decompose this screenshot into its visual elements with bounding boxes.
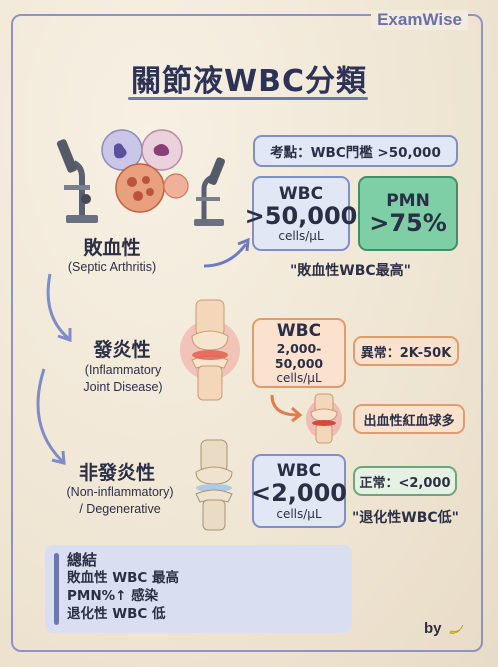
title-underline (128, 97, 368, 100)
byline-text: by (424, 620, 442, 637)
septic-wbc-box: WBC >50,000 cells/μL (245, 176, 357, 251)
summary-accent-bar (54, 553, 59, 625)
wbc-cells-icon (101, 129, 189, 213)
inflammatory-label-en-2: Joint Disease) (83, 380, 163, 394)
septic-pmn-box: PMN >75% (358, 176, 458, 251)
exam-point-box: 考點：WBC門檻 >50,000 (253, 135, 458, 167)
noninflammatory-note: "退化性WBC低" (352, 510, 459, 526)
flow-arrow-1 (46, 273, 72, 343)
hemorrhagic-text: 出血性紅血球多 (363, 413, 455, 429)
inflammatory-wbc-value: 2,000-50,000 (274, 341, 324, 371)
noninflammatory-label-en-1: (Non-inflammatory) (66, 485, 174, 499)
microscope-right-icon (194, 157, 225, 226)
page-title: 關節液WBC分類 (131, 64, 367, 99)
arrow-to-hemorrhagic (270, 394, 303, 423)
inflammatory-wbc-caption: WBC (276, 321, 322, 341)
noninflammatory-label-en-2: / Degenerative (79, 502, 161, 516)
septic-wbc-caption: WBC (278, 183, 324, 204)
septic-note: "敗血性WBC最高" (290, 263, 411, 279)
summary-line-3: 退化性 WBC 低 (67, 606, 166, 622)
inflamed-knee-icon (180, 299, 240, 401)
abnormal-range-box: 異常：2K-50K (353, 336, 459, 366)
degenerative-knee-icon (195, 439, 233, 531)
septic-pmn-caption: PMN (386, 190, 430, 211)
noninflammatory-label: 非發炎性 (78, 462, 155, 484)
flow-arrow-2 (36, 368, 66, 465)
banana-icon (449, 624, 464, 634)
hemorrhagic-box: 出血性紅血球多 (353, 404, 465, 434)
normal-range-box: 正常：<2,000 (353, 466, 457, 496)
arrow-to-septic-box (203, 237, 250, 268)
inflammatory-label: 發炎性 (93, 339, 151, 361)
summary-line-2: PMN%↑ 感染 (67, 588, 159, 604)
septic-label: 敗血性 (83, 237, 141, 259)
microscope-left-icon (56, 139, 98, 223)
noninflammatory-wbc-box: WBC <2,000 cells/μL (250, 454, 348, 528)
abnormal-range-text: 異常：2K-50K (360, 345, 452, 361)
noninflammatory-wbc-value: <2,000 (250, 479, 348, 508)
septic-wbc-unit: cells/μL (278, 229, 324, 244)
inflammatory-wbc-box: WBC 2,000-50,000 cells/μL (252, 318, 346, 388)
noninflammatory-wbc-unit: cells/μL (276, 506, 322, 521)
noninflammatory-wbc-caption: WBC (276, 461, 322, 482)
byline: by (424, 620, 464, 637)
septic-label-en: (Septic Arthritis) (67, 260, 157, 274)
summary-box: 總結 敗血性 WBC 最高 PMN%↑ 感染 退化性 WBC 低 (45, 545, 352, 633)
septic-wbc-value: >50,000 (244, 201, 358, 230)
inflammatory-wbc-unit: cells/μL (276, 371, 322, 385)
hemorrhagic-knee-icon (306, 393, 342, 444)
septic-pmn-value: >75% (369, 208, 447, 237)
summary-line-1: 敗血性 WBC 最高 (67, 570, 179, 586)
card-frame (11, 14, 483, 652)
brand-logo: ExamWise (371, 10, 468, 30)
exam-point-text: 考點：WBC門檻 >50,000 (270, 145, 441, 161)
normal-range-text: 正常：<2,000 (359, 475, 451, 491)
inflammatory-label-en-1: (Inflammatory (84, 363, 162, 377)
summary-heading: 總結 (67, 551, 98, 569)
